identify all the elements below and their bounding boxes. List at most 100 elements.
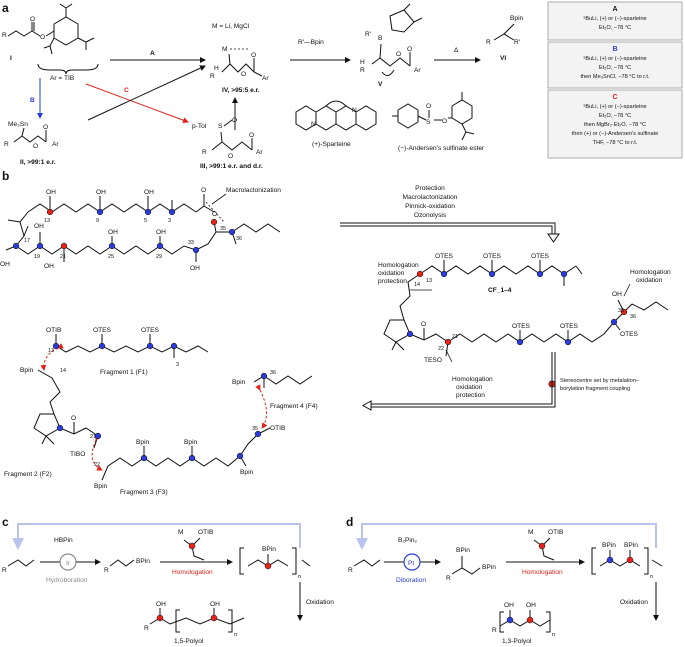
andersen-label: (−)-Andersen’s sulfinate ester (398, 145, 485, 152)
blue-stereocentre (560, 270, 568, 278)
condition-box-title: A (612, 6, 617, 13)
blue-stereocentre (56, 424, 64, 432)
blue-stereocentre (98, 342, 106, 350)
iii-s: S (218, 123, 223, 130)
blue-stereocentre (254, 430, 262, 438)
v-ar: Ar (414, 67, 421, 74)
hydroboration-label: Hydroboration (46, 577, 88, 584)
iv-h: H (214, 65, 219, 72)
iii-so: O (232, 117, 237, 124)
compound-I-label: I (10, 55, 12, 62)
iv-ar: Ar (262, 75, 269, 82)
compound-I: R O O I (2, 3, 95, 62)
product-15-polyol: 1,5-Polyol (174, 638, 204, 645)
macrolide-stereocentres (12, 208, 236, 254)
v-o: O (396, 51, 401, 58)
condition-line: then MgBr₂·Et₂O, −78 °C (584, 122, 646, 128)
d-bpin-2: BPin (482, 564, 496, 571)
f3-otib: OTIB (270, 425, 286, 432)
f1-label: Fragment 1 (F1) (100, 369, 148, 376)
carbon-number: 35 (252, 426, 258, 432)
otes-1: OTES (435, 253, 454, 260)
andersen-so: O (426, 103, 431, 110)
oh-c9: OH (96, 189, 106, 196)
carbon-number: 3 (168, 218, 171, 224)
f2-ketone-o: O (71, 415, 76, 422)
III-label: III, >99:1 e.r. and d.r. (200, 163, 263, 170)
brace (37, 63, 99, 75)
carbon-number: 36 (630, 314, 636, 320)
hbpin-reagent: HBPin (54, 537, 73, 544)
d-bpin-1: BPin (456, 547, 470, 554)
condition-line: THF, −78 °C to r.t. (593, 140, 638, 146)
v-carbonyl: O (407, 46, 412, 53)
c-r3: R (144, 625, 149, 632)
lactone-carbonyl: O (201, 187, 206, 194)
sparteine-structure: N N (+)-Sparteine (295, 100, 377, 148)
d-product-bpin-2: BPin (624, 542, 638, 549)
hom-right-2: oxidation (636, 277, 663, 284)
blue-stereocentre (564, 338, 572, 346)
blue-stereocentre (610, 318, 618, 326)
carbon-number: 13 (48, 348, 54, 354)
compound-II: Me₃Sn R O O Ar II, >99:1 e.r. (4, 121, 59, 166)
ii-r: R (4, 141, 9, 148)
carbon-number: 36 (236, 236, 242, 242)
condition-line: ˢBuLi, (+) or (−)-sparteine (583, 16, 646, 22)
ii-ar: Ar (52, 141, 59, 148)
blue-stereocentre (168, 208, 176, 216)
arrow-II-to-IV (87, 65, 206, 121)
red-stereocentre (444, 338, 452, 346)
b2pin2-reagent: B₂Pin₂ (398, 537, 417, 544)
condition-line: Et₂O, −78 °C (599, 65, 631, 71)
otes-2: OTES (483, 253, 502, 260)
panel-b: b OH OH OH O O Macrolactonization (0, 169, 671, 496)
II-label: II, >99:1 e.r. (20, 159, 56, 166)
blue-stereocentre (406, 330, 414, 338)
step-pinnick: Pinnick-oxidation (405, 203, 455, 210)
boronic-ester-reagent: R′—Bpin (298, 39, 324, 46)
c-r2: R (104, 567, 109, 574)
c-product-bpin: BPin (262, 546, 276, 553)
v-h: H (360, 59, 365, 66)
oh-c21: OH (44, 263, 54, 270)
hom-right-1: Homologation (630, 269, 671, 276)
oh-c33: OH (190, 265, 200, 272)
f3-bpin-1: Bpin (136, 439, 150, 446)
fragment-stereocentres (52, 342, 268, 462)
iv-o: O (241, 71, 246, 78)
blue-stereocentre (52, 342, 60, 350)
blue-stereocentre (156, 242, 164, 250)
lactone-o: O (212, 211, 217, 218)
oh-c29: OH (156, 229, 166, 236)
panel-label-b: b (2, 169, 9, 183)
f3-bpin-2: Bpin (184, 439, 198, 446)
fragments: OTIB OTES OTES Fragment 1 (F1) Bpin O TI… (4, 327, 318, 496)
compound-VI: Bpin R R′ VI (486, 15, 524, 62)
pt-catalyst: Pt (408, 560, 414, 567)
panel-label-d: d (346, 515, 353, 529)
carbon-number: 13 (44, 218, 50, 224)
red-stereocentre (210, 218, 218, 226)
d-otib: OTIB (548, 529, 564, 536)
ii-o: O (33, 143, 38, 150)
blue-stereocentre (170, 342, 178, 350)
hom-left-1: Homologation (378, 262, 419, 269)
carbon-number: 25 (108, 254, 114, 260)
carbon-number: 14 (414, 282, 420, 288)
V-label: V (378, 81, 383, 88)
arrow-route-C (85, 83, 189, 124)
iii-r: R (202, 149, 207, 156)
route-A-label: A (150, 50, 155, 57)
oh-c5: OH (144, 189, 154, 196)
c-r: R (2, 567, 7, 574)
carbon-number: 21 (90, 434, 96, 440)
iteration-loop-d (361, 523, 657, 548)
blue-stereocentre (140, 454, 148, 462)
IV-label: IV, >95:5 e.r. (222, 87, 260, 94)
d-r3: R (492, 627, 497, 634)
otes-6: OTES (620, 331, 639, 338)
ir-catalyst: Ir (66, 560, 71, 567)
